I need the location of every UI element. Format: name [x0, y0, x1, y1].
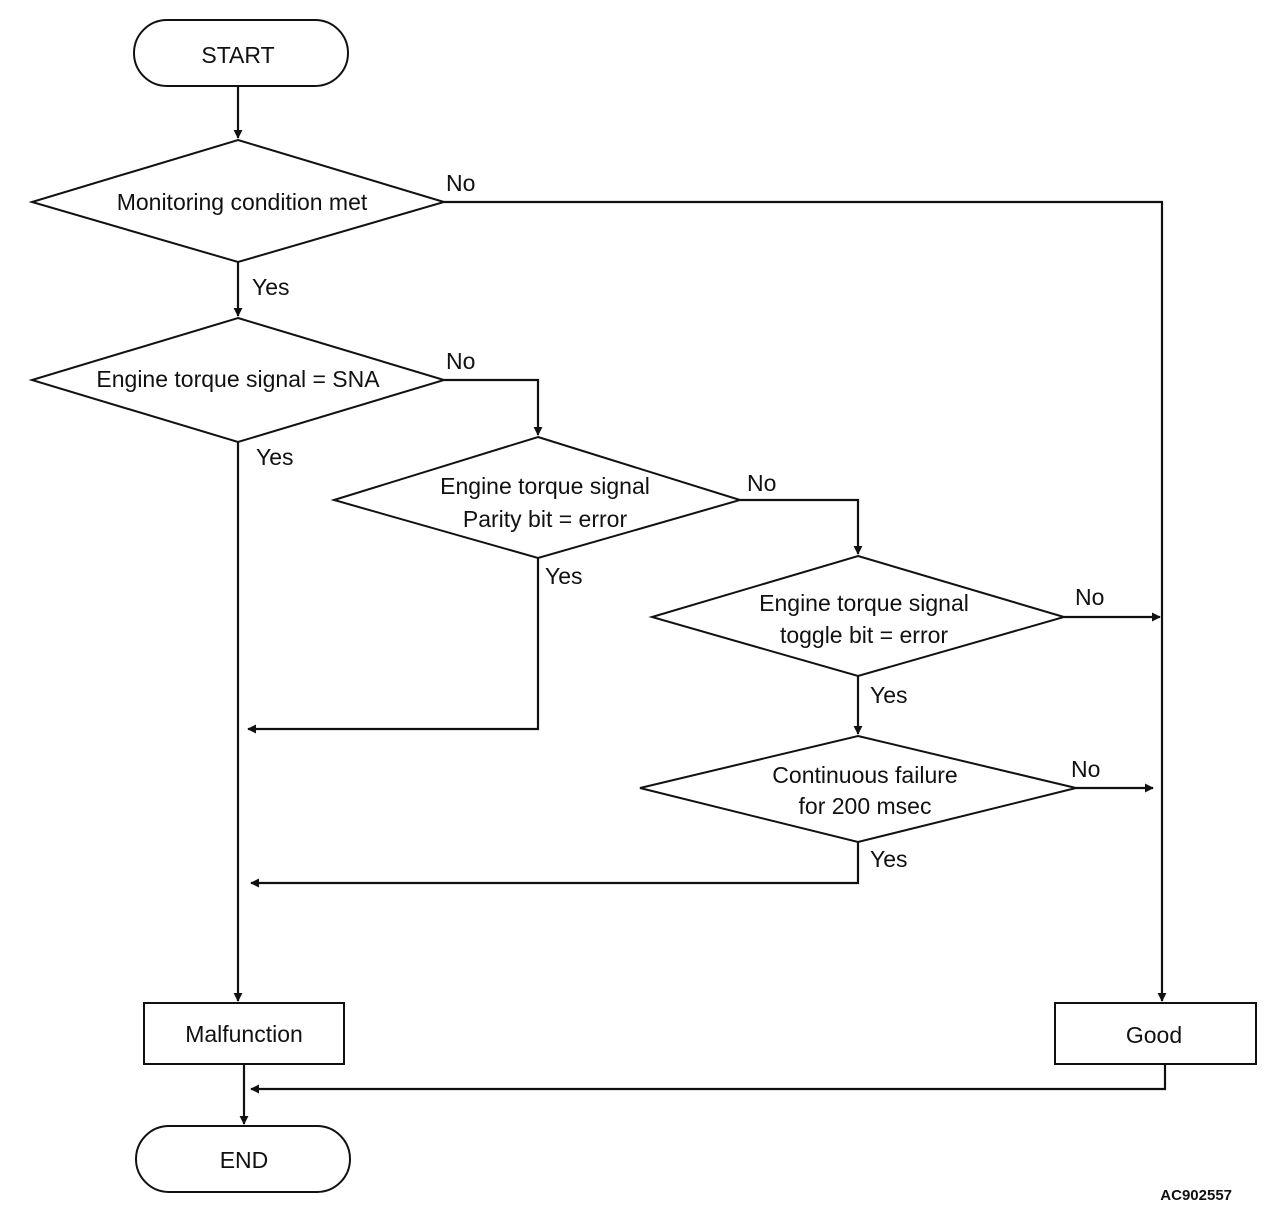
label-continuous-yes: Yes — [870, 846, 908, 872]
edge-good-to-end — [250, 1064, 1167, 1094]
toggle-text-line1: Engine torque signal — [759, 590, 969, 616]
monitoring-text: Monitoring condition met — [117, 189, 368, 215]
label-parity-no: No — [747, 470, 776, 496]
parity-text-line2: Parity bit = error — [463, 506, 628, 532]
toggle-decision — [648, 554, 1068, 678]
label-parity-yes: Yes — [545, 563, 583, 589]
good-box — [1054, 1002, 1257, 1065]
figure-code: AC902557 — [1160, 1187, 1232, 1204]
sna-text: Engine torque signal = SNA — [96, 366, 380, 392]
end-text: END — [220, 1147, 269, 1173]
good-text: Good — [1126, 1022, 1182, 1048]
label-continuous-no: No — [1071, 756, 1100, 782]
label-sna-yes: Yes — [256, 444, 294, 470]
edge-sna-no-to-parity — [444, 378, 543, 436]
edge-monitoring-no-to-good — [444, 200, 1167, 1002]
continuous-decision — [639, 734, 1077, 844]
toggle-text-line2: toggle bit = error — [780, 622, 948, 648]
label-monitoring-yes: Yes — [252, 274, 290, 300]
start-terminal — [133, 19, 349, 87]
label-monitoring-no: No — [446, 170, 475, 196]
label-toggle-yes: Yes — [870, 682, 908, 708]
parity-text-line1: Engine torque signal — [440, 473, 650, 499]
start-text: START — [201, 42, 274, 68]
continuous-text-line1: Continuous failure — [772, 762, 957, 788]
edge-parity-no-to-toggle — [740, 498, 863, 555]
edge-parity-yes-to-malfunction — [247, 558, 540, 734]
malfunction-text: Malfunction — [185, 1021, 303, 1047]
label-toggle-no: No — [1075, 584, 1104, 610]
continuous-text-line2: for 200 msec — [799, 793, 932, 819]
label-sna-no: No — [446, 348, 475, 374]
edge-continuous-yes-to-malfunction — [250, 842, 860, 888]
end-terminal — [135, 1125, 351, 1193]
